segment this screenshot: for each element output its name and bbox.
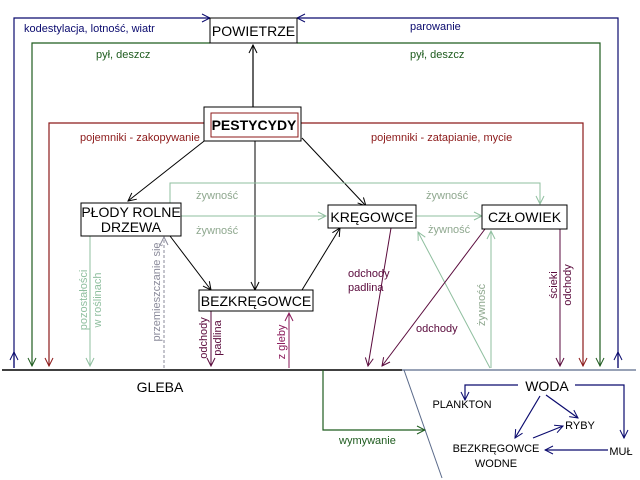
- node-gleba: GLEBA: [137, 379, 184, 395]
- label-pozostalosci-2: w roślinach: [92, 272, 104, 328]
- edge-vertebrates-to-soil: [368, 227, 392, 366]
- label-zywnosc-top-right: żywność: [426, 190, 469, 202]
- label-odchody-bez-2: padlina: [212, 319, 224, 355]
- label-odchody-kreg-1: odchody: [348, 268, 390, 280]
- edge-water-to-aquatic-invertebrates: [515, 395, 541, 438]
- edge-food-crops-to-human: [169, 182, 540, 204]
- node-czlowiek-label: CZŁOWIEK: [488, 209, 562, 225]
- label-pozostalosci-1: pozostałości: [78, 270, 90, 331]
- node-plody-rolne-label-1: PŁODY ROLNE: [81, 204, 180, 220]
- label-zywnosc-vertical: żywność: [476, 283, 488, 326]
- edge-crops-to-invertebrates: [169, 235, 211, 290]
- label-pyl-deszcz-right: pył, deszcz: [410, 49, 464, 61]
- node-ryby: RYBY: [565, 420, 595, 432]
- edge-water-to-air-right: [297, 18, 619, 368]
- node-woda: WODA: [525, 378, 569, 394]
- edge-pesticides-to-vertebrates: [301, 137, 366, 206]
- label-pojemniki-zatapianie: pojemniki - zatapianie, mycie: [371, 132, 512, 144]
- node-powietrze[interactable]: POWIETRZE: [209, 17, 298, 44]
- label-scieki: ścieki: [548, 271, 560, 299]
- node-mul: MUŁ: [609, 446, 632, 458]
- edge-aquatic-invertebrates-to-fish: [532, 426, 563, 439]
- node-bezkregowce-wodne-2: WODNE: [475, 458, 517, 470]
- edge-food-water-to-vertebrates: [418, 232, 491, 369]
- node-kregowce-label: KRĘGOWCE: [330, 209, 413, 225]
- node-bezkregowce-wodne-1: BEZKRĘGOWCE: [453, 443, 540, 455]
- edge-pesticides-to-water: [300, 122, 583, 366]
- edge-pesticides-to-crops: [128, 137, 209, 201]
- node-plody-rolne[interactable]: PŁODY ROLNE DRZEWA: [80, 202, 182, 237]
- label-przemieszczanie: przemieszczanie się: [151, 242, 163, 341]
- node-plody-rolne-label-2: DRZEWA: [101, 219, 162, 235]
- label-zywnosc-mid-right: żywność: [428, 224, 471, 236]
- label-zywnosc-mid-left: żywność: [196, 225, 239, 237]
- edge-water-to-fish: [545, 394, 578, 418]
- node-pestycydy-label: PESTYCYDY: [212, 117, 297, 133]
- node-plankton: PLANKTON: [432, 399, 491, 411]
- node-bezkregowce-label: BEZKRĘGOWCE: [201, 293, 311, 309]
- edge-leaching: [322, 370, 425, 430]
- node-kregowce[interactable]: KRĘGOWCE: [327, 204, 417, 229]
- node-pestycydy[interactable]: PESTYCYDY: [203, 106, 302, 142]
- edge-air-to-water-right: [297, 42, 600, 366]
- edge-soil-to-air-left: [13, 18, 210, 368]
- label-odchody-right: odchody: [562, 264, 574, 306]
- label-zywnosc-top-left: żywność: [196, 190, 239, 202]
- edge-human-to-soil: [382, 228, 486, 366]
- node-bezkregowce[interactable]: BEZKRĘGOWCE: [198, 289, 314, 312]
- label-parowanie: parowanie: [410, 21, 461, 33]
- soil-water-boundary: [403, 369, 443, 479]
- label-pyl-deszcz-left: pył, deszcz: [96, 49, 150, 61]
- edge-air-to-soil-left: [32, 42, 210, 366]
- label-wymywanie: wymywanie: [338, 435, 396, 447]
- label-odchody-kreg-2: padlina: [348, 282, 384, 294]
- node-czlowiek[interactable]: CZŁOWIEK: [481, 204, 568, 230]
- edge-water-to-plankton: [465, 384, 518, 400]
- label-z-gleby: z gleby: [276, 324, 288, 359]
- edge-water-to-mul: [575, 384, 624, 438]
- node-powietrze-label: POWIETRZE: [212, 23, 295, 39]
- label-odchody-bez-1: odchody: [198, 317, 210, 359]
- edge-pesticides-to-soil: [49, 122, 210, 366]
- label-odchody-czlowiek: odchody: [416, 323, 458, 335]
- label-pojemniki-zakopywanie: pojemniki - zakopywanie: [80, 132, 200, 144]
- label-kodestylacja: kodestylacja, lotność, wiatr: [24, 23, 155, 35]
- edge-invertebrates-to-vertebrates: [301, 228, 340, 291]
